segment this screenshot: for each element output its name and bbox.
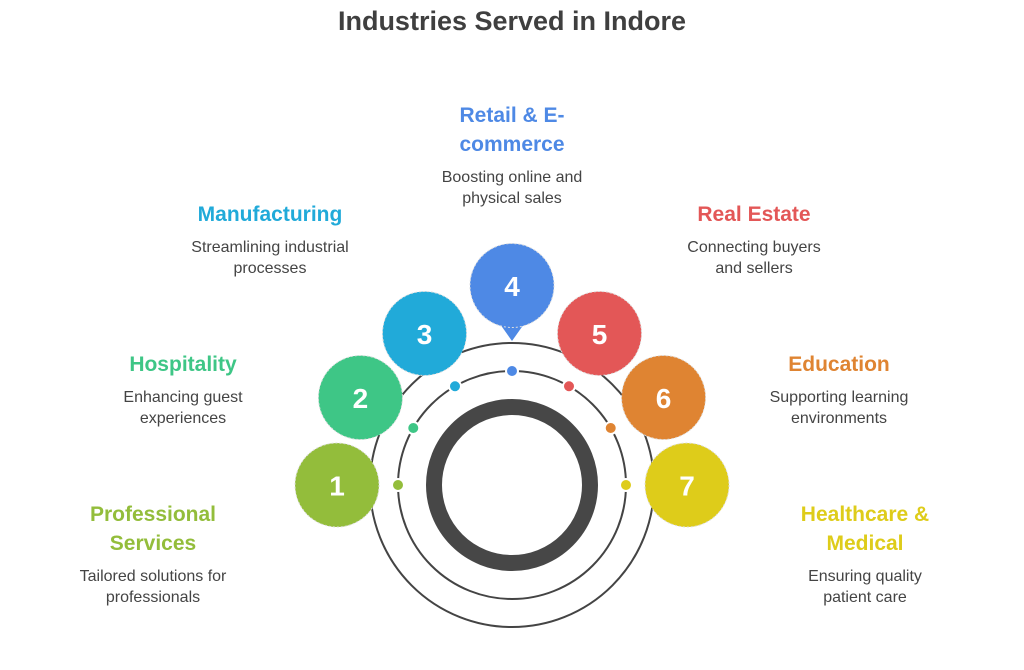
bubble-circle (294, 442, 380, 528)
bubble-circle (469, 243, 555, 328)
industry-7-label: Healthcare & Medical Ensuring quality pa… (765, 500, 965, 608)
industry-2-label: Hospitality Enhancing guest experiences (83, 350, 283, 429)
industry-heading: Hospitality (129, 353, 237, 376)
industry-4-label: Retail & E-commerce Boosting online and … (412, 101, 612, 209)
bubble-number: 5 (592, 319, 608, 350)
ring-dot-7 (619, 478, 633, 492)
industry-5-label: Real Estate Connecting buyers and seller… (654, 200, 854, 279)
industry-description: Ensuring quality patient care (808, 568, 922, 606)
bubble-circle (557, 290, 642, 376)
bubble-circle (621, 355, 707, 440)
industry-1-label: Professional Services Tailored solutions… (53, 500, 253, 608)
bubble-circle (382, 290, 467, 376)
outer-ring (369, 342, 655, 628)
industry-description: Streamlining industrial processes (191, 239, 349, 277)
industry-3-label: Manufacturing Streamlining industrial pr… (170, 200, 370, 279)
bubble-number: 4 (504, 271, 520, 302)
industry-6-bubble: 6 (621, 355, 707, 440)
bubble-number: 7 (679, 471, 695, 502)
diagram-title: Industries Served in Indore (337, 6, 687, 36)
bubble-number: 1 (329, 471, 345, 502)
ring-dot-1 (391, 478, 405, 492)
bubble-number: 2 (353, 383, 369, 414)
industry-description: Tailored solutions for professionals (79, 568, 227, 606)
industry-5-bubble: 5 (557, 290, 642, 376)
ring-dot-6 (603, 421, 618, 435)
industry-2-bubble: 2 (317, 355, 403, 440)
industry-description: Connecting buyers and sellers (687, 239, 821, 277)
bubble-number: 3 (417, 319, 433, 350)
industry-6-label: Education Supporting learning environmen… (739, 350, 939, 429)
ring-dot-5 (562, 379, 576, 394)
bubble-number: 6 (656, 383, 672, 414)
industry-3-bubble: 3 (382, 290, 467, 376)
ring-dot-2 (406, 421, 421, 435)
industry-heading: Real Estate (697, 203, 811, 226)
center-thick-ring (426, 399, 598, 571)
industry-4-bubble: 4 (469, 243, 555, 341)
industry-7-bubble: 7 (644, 442, 730, 528)
ring-dot-3 (448, 379, 462, 394)
industry-heading: Retail & E-commerce (459, 104, 565, 156)
industry-description: Enhancing guest experiences (123, 389, 243, 427)
industry-heading: Healthcare & Medical (800, 503, 930, 555)
bubble-circle (317, 355, 403, 440)
bubble-circle (644, 442, 730, 528)
industry-heading: Education (788, 353, 890, 376)
industry-heading: Manufacturing (197, 203, 343, 226)
ring-dot-4 (505, 364, 519, 378)
industry-heading: Professional Services (89, 503, 217, 555)
industry-1-bubble: 1 (294, 442, 380, 528)
industry-description: Boosting online and physical sales (441, 169, 583, 207)
industry-description: Supporting learning environments (769, 389, 909, 427)
